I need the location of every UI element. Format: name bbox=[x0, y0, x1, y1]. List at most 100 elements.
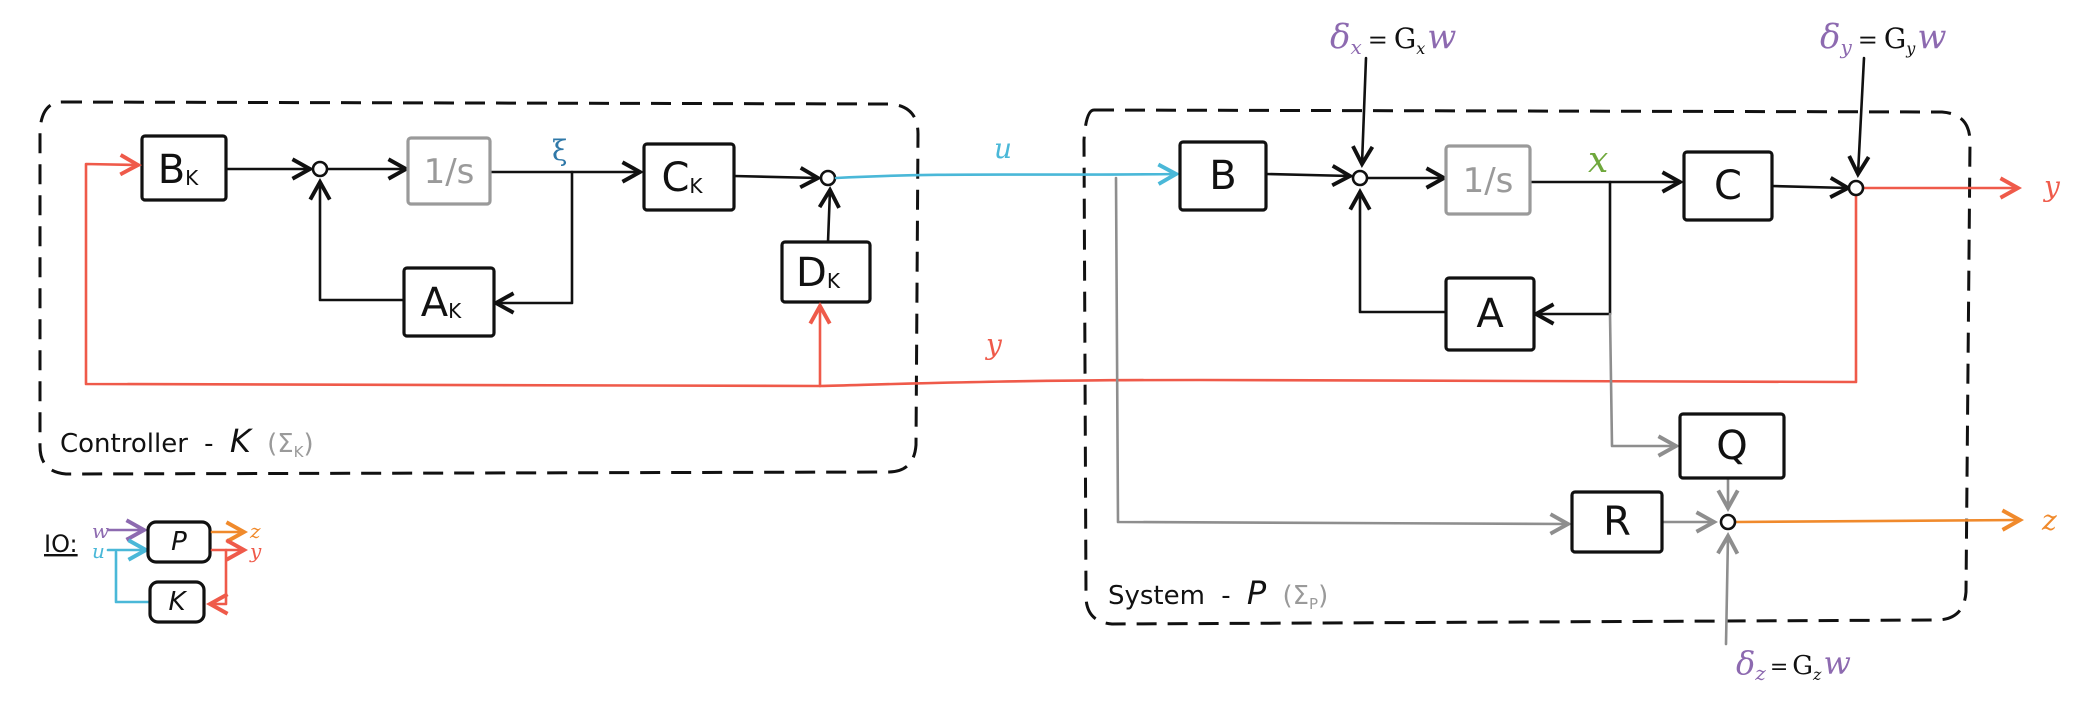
block-ck: CK bbox=[642, 142, 736, 212]
dx-sub: x bbox=[1350, 35, 1361, 59]
controller-title: Controller - K (ΣK) bbox=[60, 422, 314, 461]
block-a-label: A bbox=[1476, 291, 1504, 337]
block-dk-sub: K bbox=[827, 269, 841, 293]
wire-dx bbox=[1362, 56, 1366, 164]
block-bk-sub: K bbox=[185, 166, 199, 190]
signal-label-u: u bbox=[994, 132, 1012, 165]
signal-label-y-out: y bbox=[2042, 170, 2061, 203]
disturbance-dx: δx=Gxw bbox=[1330, 17, 1456, 59]
io-block-p: P bbox=[146, 520, 212, 564]
block-integrator-k: 1/s bbox=[406, 136, 492, 206]
dy-eq: = bbox=[1858, 26, 1878, 54]
io-label-y: y bbox=[249, 539, 262, 563]
dz-eq: = bbox=[1770, 655, 1788, 680]
dy-g: G bbox=[1884, 22, 1906, 55]
block-integrator-k-label: 1/s bbox=[424, 152, 475, 192]
dx-g: G bbox=[1394, 22, 1416, 55]
block-a: A bbox=[1444, 276, 1536, 352]
dx-eq: = bbox=[1368, 26, 1388, 54]
wire-u bbox=[834, 174, 1176, 178]
svg-text:DK: DK bbox=[796, 250, 841, 296]
svg-text:δx=Gxw: δx=Gxw bbox=[1330, 17, 1456, 59]
io-label-w: w bbox=[92, 519, 109, 543]
block-ak-sub: K bbox=[448, 299, 462, 323]
summing-junction-ck2 bbox=[819, 169, 837, 187]
wire-dz bbox=[1726, 536, 1728, 646]
summing-junction-ck1 bbox=[311, 160, 329, 178]
dz-sub: z bbox=[1754, 661, 1766, 685]
state-label-xi: ξ bbox=[552, 134, 567, 167]
system-title-symbol: P bbox=[1247, 574, 1267, 612]
block-ck-label: C bbox=[661, 155, 689, 201]
block-c: C bbox=[1682, 150, 1774, 222]
wire-z-out bbox=[1734, 520, 2020, 522]
block-ak: AK bbox=[402, 266, 496, 338]
wire-dk-sum2 bbox=[828, 190, 830, 244]
controller-title-sigma-close: ) bbox=[304, 429, 314, 459]
signal-label-y-mid: y bbox=[984, 328, 1003, 361]
svg-text:BK: BK bbox=[158, 147, 199, 193]
system-title-dash: - bbox=[1221, 581, 1230, 611]
dx-w: w bbox=[1427, 17, 1456, 57]
summing-junction-p1 bbox=[1351, 169, 1369, 187]
controller-title-symbol: K bbox=[230, 422, 254, 460]
system-title-text: System bbox=[1108, 581, 1205, 611]
system-title-sigma-close: ) bbox=[1318, 581, 1328, 611]
io-block-k-label: K bbox=[168, 587, 187, 617]
dy-w: w bbox=[1917, 17, 1946, 57]
dz-w: w bbox=[1823, 644, 1850, 682]
block-ak-label: A bbox=[421, 280, 449, 326]
io-wire-k-u bbox=[114, 550, 152, 604]
block-r: R bbox=[1570, 490, 1664, 554]
dz-gsub: z bbox=[1812, 665, 1822, 684]
block-b: B bbox=[1178, 140, 1268, 212]
system-title: System - P (ΣP) bbox=[1108, 574, 1328, 613]
wire-ak-sum1 bbox=[320, 182, 406, 302]
controller-title-sigma: (Σ bbox=[267, 429, 294, 459]
wire-ck-sum2 bbox=[732, 176, 818, 178]
wire-u-r bbox=[1114, 176, 1568, 524]
wire-x-q bbox=[1608, 312, 1676, 446]
io-block-p-label: P bbox=[171, 527, 187, 557]
block-dk-label: D bbox=[796, 250, 827, 296]
wire-y-feedback bbox=[84, 164, 1858, 388]
io-block-k: K bbox=[148, 580, 206, 624]
dz-g: G bbox=[1792, 651, 1813, 681]
state-label-x: x bbox=[1588, 140, 1608, 181]
dx-gsub: x bbox=[1416, 39, 1425, 58]
wire-c-sum4 bbox=[1770, 186, 1848, 188]
svg-text:CK: CK bbox=[661, 155, 703, 201]
controller-title-dash: - bbox=[204, 429, 213, 459]
wire-a-sum3 bbox=[1360, 192, 1448, 314]
block-q-label: Q bbox=[1716, 423, 1747, 469]
dx-delta: δ bbox=[1330, 17, 1350, 57]
block-integrator-p-label: 1/s bbox=[1463, 161, 1514, 201]
disturbance-dy: δy=Gyw bbox=[1820, 17, 1946, 59]
block-bk-label: B bbox=[158, 147, 185, 193]
io-legend: IO: w u P K z y bbox=[44, 519, 262, 624]
wire-b-sum3 bbox=[1264, 174, 1350, 176]
block-dk: DK bbox=[780, 240, 872, 304]
wire-x-a bbox=[1536, 180, 1612, 314]
io-legend-label: IO: bbox=[44, 530, 78, 558]
io-wire-y-k bbox=[210, 548, 226, 604]
block-ck-sub: K bbox=[689, 174, 703, 198]
block-bk: BK bbox=[140, 134, 228, 202]
svg-text:δz=Gzw: δz=Gzw bbox=[1736, 644, 1851, 685]
io-label-u: u bbox=[92, 539, 105, 563]
wire-xi-ak bbox=[496, 170, 574, 303]
summing-junction-p3 bbox=[1719, 513, 1737, 531]
block-integrator-p: 1/s bbox=[1444, 144, 1532, 216]
svg-text:AK: AK bbox=[421, 280, 462, 326]
system-title-sigma-sub: P bbox=[1309, 595, 1318, 613]
dy-sub: y bbox=[1839, 35, 1852, 59]
block-b-label: B bbox=[1209, 153, 1236, 199]
system-boundary bbox=[1082, 108, 1972, 626]
controller-title-text: Controller bbox=[60, 429, 188, 459]
dz-delta: δ bbox=[1736, 644, 1755, 682]
dy-delta: δ bbox=[1820, 17, 1840, 57]
disturbance-dz: δz=Gzw bbox=[1736, 644, 1851, 685]
block-q: Q bbox=[1678, 412, 1786, 480]
signal-label-z-out: z bbox=[2041, 504, 2057, 537]
